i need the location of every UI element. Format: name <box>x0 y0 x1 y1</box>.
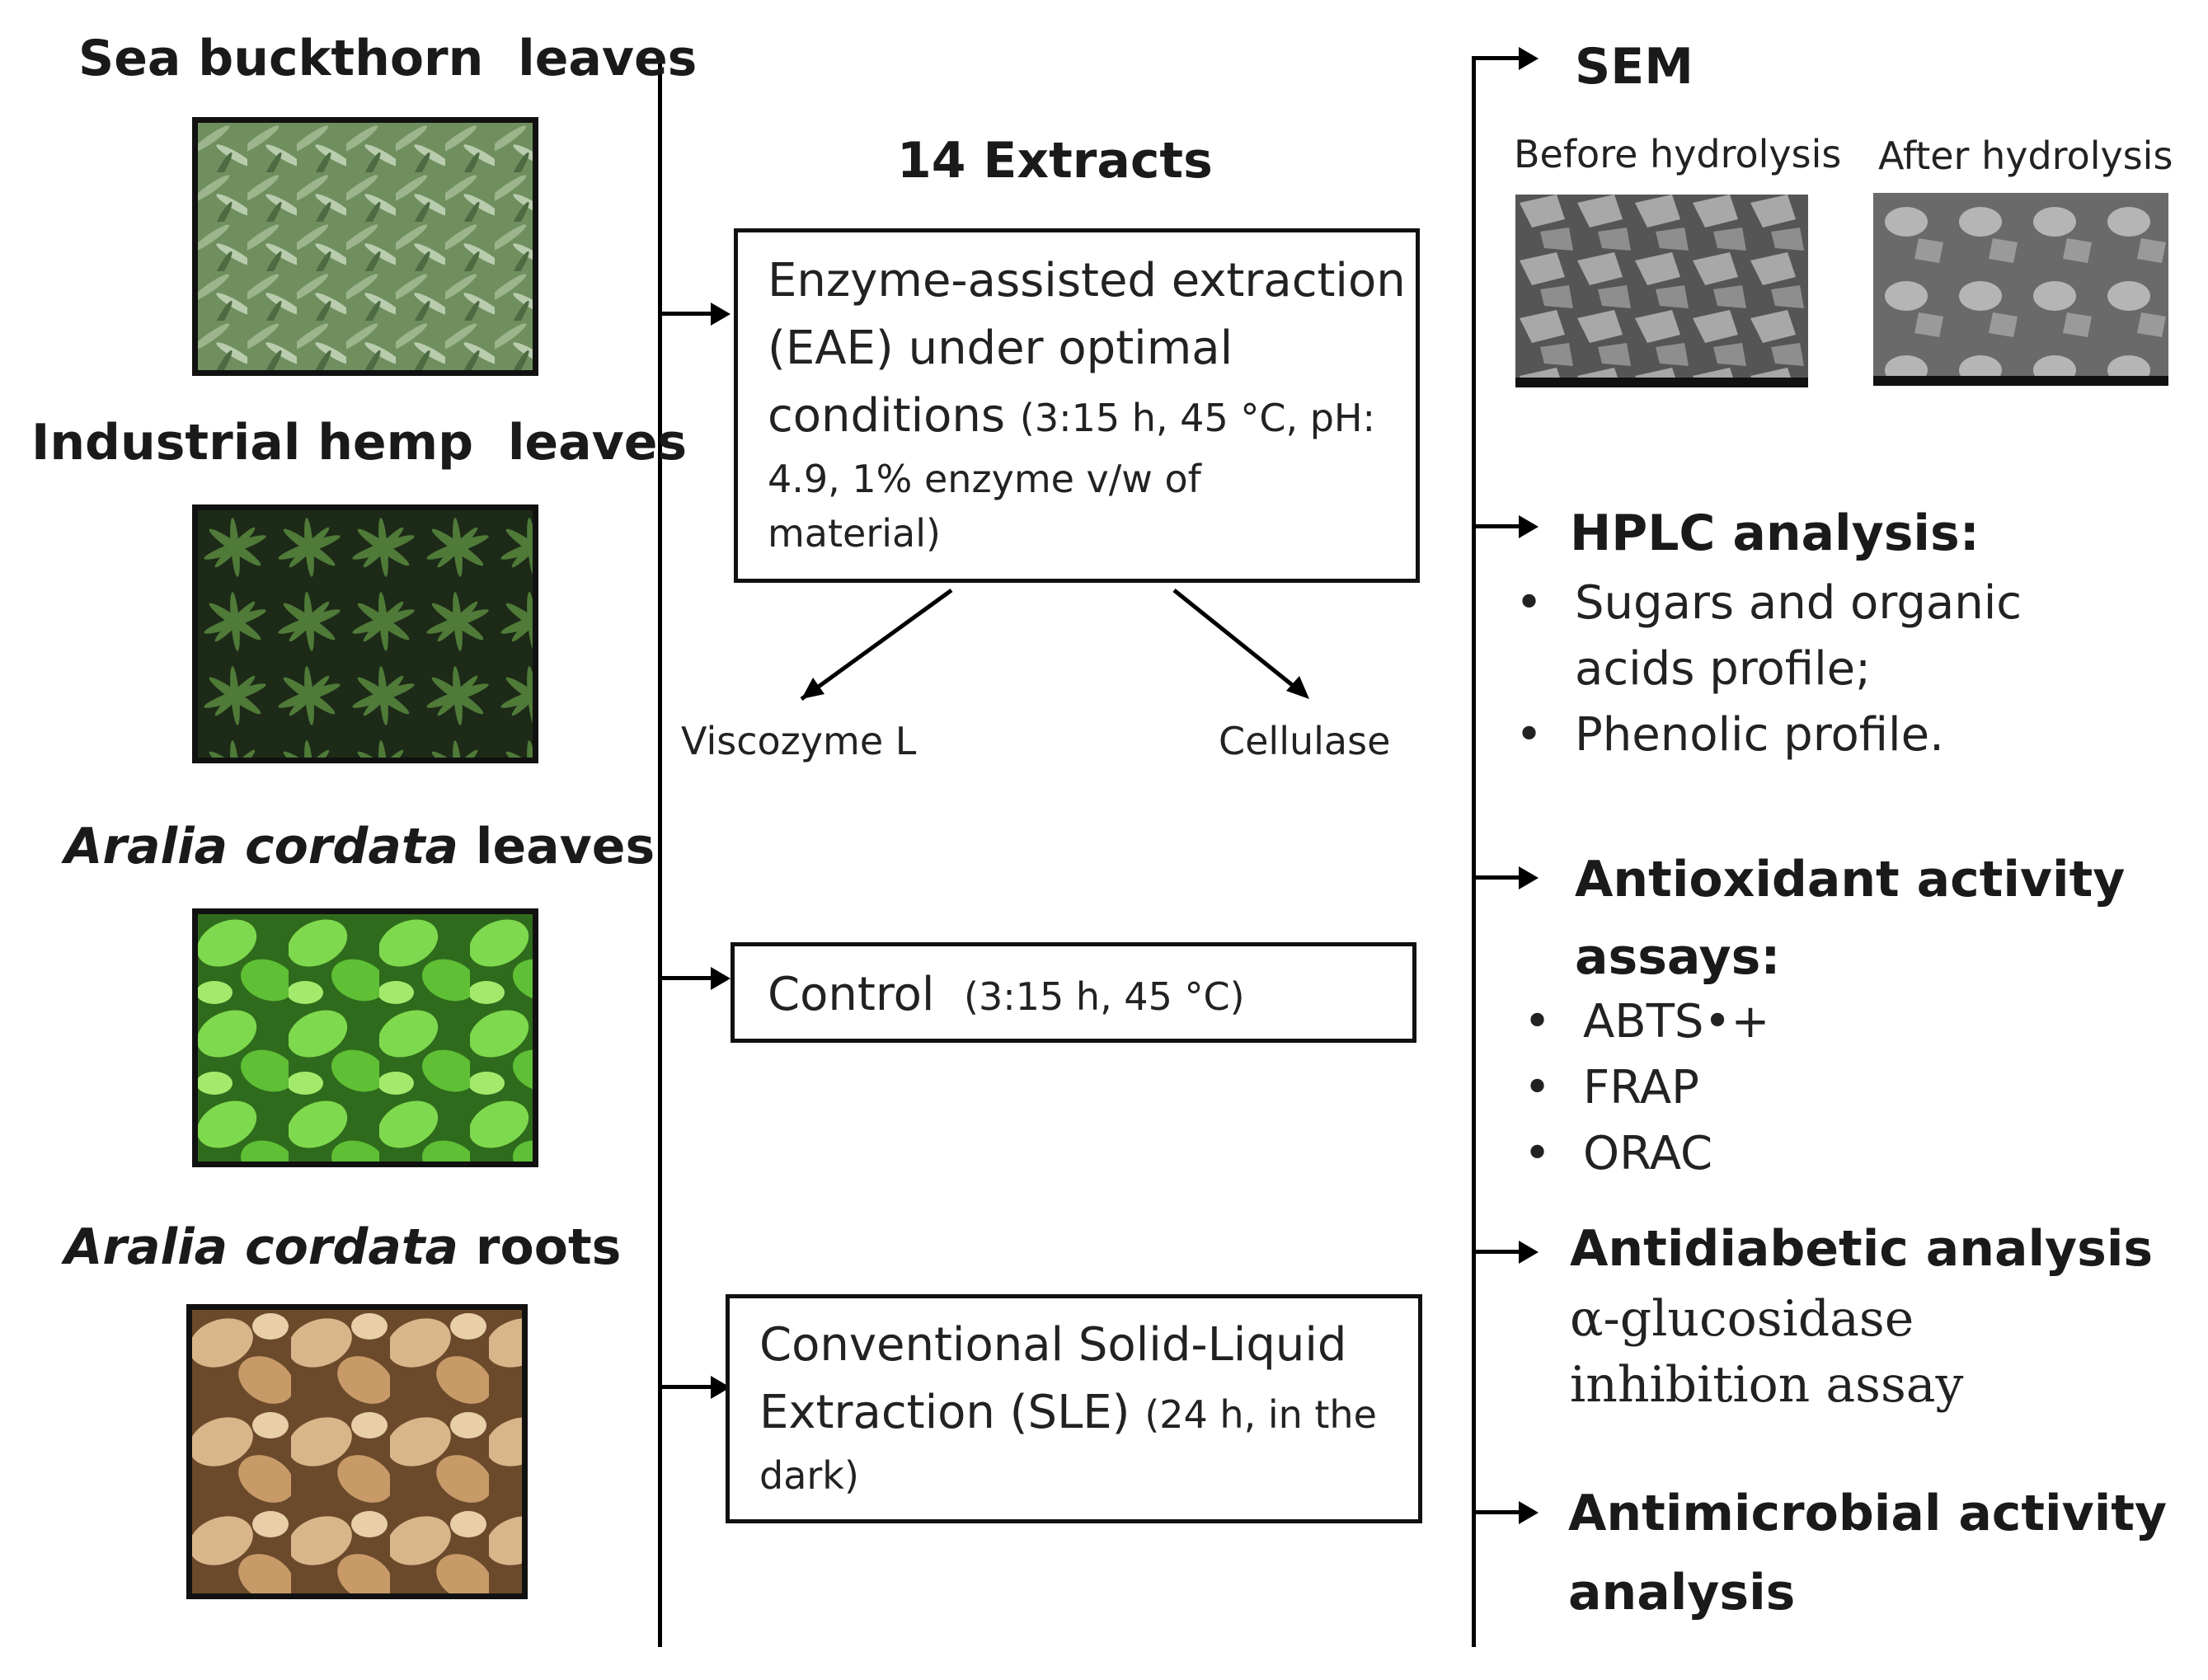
eae-line5: material) <box>768 511 941 556</box>
eae-line4: 4.9, 1% enzyme v/w of <box>768 457 1201 501</box>
arrow-to-sle-line <box>662 1385 713 1389</box>
antioxidant-item-abts: ABTS•+ <box>1524 989 1769 1055</box>
viscozyme-label: Viscozyme L <box>681 719 917 763</box>
arrow-to-sem-line <box>1472 56 1521 60</box>
sea-buckthorn-photo <box>192 117 538 376</box>
arrow-to-hplc-head <box>1519 515 1539 538</box>
arrow-to-control-head <box>711 967 731 990</box>
antimicrobial-title: Antimicrobial activity analysis <box>1568 1485 2168 1621</box>
antioxidant-title: Antioxidant activity assays: <box>1575 851 2126 986</box>
arrow-to-antidiabetic-head <box>1519 1241 1539 1264</box>
sem-title: SEM <box>1575 38 1694 96</box>
sem-before-image <box>1515 195 1808 387</box>
arrow-to-antioxidant-line <box>1472 875 1521 880</box>
antidiabetic-title: Antidiabetic analysis <box>1570 1220 2154 1278</box>
sle-line2: Extraction (SLE) (24 h, in the <box>759 1386 1377 1439</box>
extracts-title: 14 Extracts <box>897 132 1213 190</box>
enzyme-split-arrows <box>800 588 1309 702</box>
aralia-leaves-photo <box>192 908 538 1167</box>
antioxidant-item-frap: FRAP <box>1524 1055 1769 1121</box>
control-box: Control (3:15 h, 45 °C) <box>731 942 1416 1043</box>
antidiabetic-assay: α-glucosidase inhibition assay <box>1570 1290 1964 1414</box>
source-label-aralia-leaves: Aralia cordata leaves <box>64 818 655 875</box>
hplc-item: Phenolic profile. <box>1515 702 2022 768</box>
sem-before-caption: Before hydrolysis <box>1514 132 1842 176</box>
arrow-to-control-line <box>662 976 713 980</box>
hplc-item-continued: acids profile; <box>1575 642 1871 696</box>
arrow-to-antidiabetic-line <box>1472 1250 1521 1254</box>
sle-line1: Conventional Solid-Liquid <box>759 1318 1347 1372</box>
eae-line3: conditions (3:15 h, 45 °C, pH: <box>768 389 1375 443</box>
arrow-to-eae-line <box>662 312 713 316</box>
arrow-to-antimicrobial-line <box>1472 1510 1521 1514</box>
hplc-list: Sugars and organic acids profile; Phenol… <box>1515 570 2022 768</box>
arrow-to-antimicrobial-head <box>1519 1501 1539 1524</box>
arrow-to-antioxidant-head <box>1519 866 1539 889</box>
arrow-to-hplc-line <box>1472 524 1521 528</box>
cellulase-label: Cellulase <box>1219 719 1391 763</box>
hemp-photo <box>192 504 538 763</box>
sem-after-caption: After hydrolysis <box>1878 134 2173 178</box>
sle-box: Conventional Solid-Liquid Extraction (SL… <box>726 1294 1422 1523</box>
eae-line1: Enzyme-assisted extraction <box>768 254 1406 307</box>
right-connector-line <box>1472 56 1476 1647</box>
left-connector-line <box>658 51 662 1647</box>
aralia-roots-photo <box>186 1304 528 1599</box>
source-label-aralia-roots: Aralia cordata roots <box>64 1218 622 1276</box>
arrow-to-sem-head <box>1519 47 1539 70</box>
antioxidant-list: ABTS•+ FRAP ORAC <box>1524 989 1769 1187</box>
source-label-hemp: Industrial hemp leaves <box>31 414 688 472</box>
arrow-to-eae-head <box>711 303 731 326</box>
hplc-title: HPLC analysis: <box>1570 504 1980 562</box>
eae-box: Enzyme-assisted extraction (EAE) under o… <box>734 228 1420 583</box>
eae-line2: (EAE) under optimal <box>768 321 1233 375</box>
source-label-sea-buckthorn: Sea buckthorn leaves <box>78 30 698 87</box>
sle-line3: dark) <box>759 1453 859 1498</box>
antioxidant-item-orac: ORAC <box>1524 1121 1769 1187</box>
sem-after-image <box>1873 193 2168 386</box>
hplc-item: Sugars and organic <box>1515 570 2022 636</box>
